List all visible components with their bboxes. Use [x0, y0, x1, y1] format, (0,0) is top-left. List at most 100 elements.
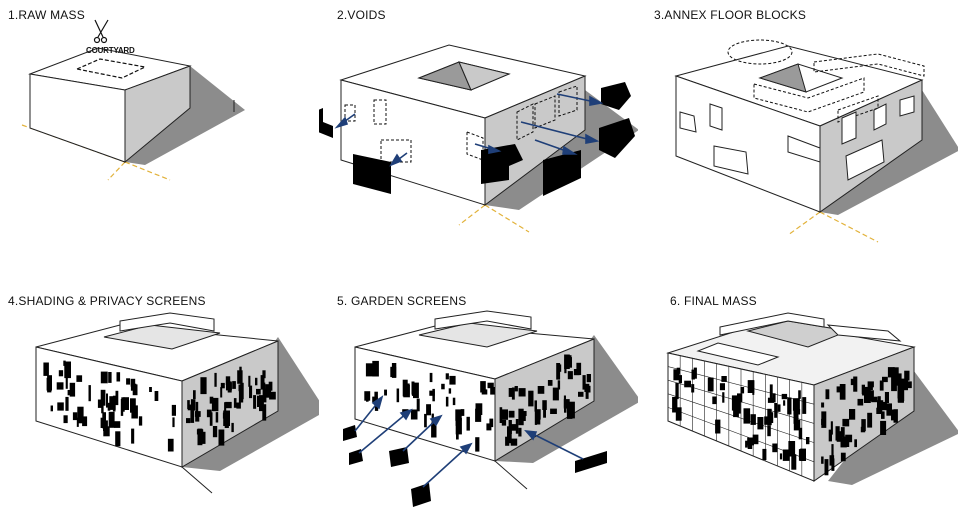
screen-panel: [449, 388, 451, 393]
screen-panel: [564, 404, 566, 413]
screen-panel: [261, 375, 265, 390]
screen-panel: [777, 404, 780, 411]
screen-panel: [896, 373, 902, 385]
screen-panel: [502, 420, 506, 426]
screen-panel: [522, 416, 525, 421]
screen-panel: [269, 392, 276, 400]
screen-panel: [130, 398, 136, 412]
screen-panel: [114, 421, 120, 428]
final-mass-diagram: [638, 261, 958, 522]
screen-panel: [692, 370, 695, 380]
panel-annex-floor-blocks: 3.ANNEX FLOOR BLOCKS: [638, 0, 957, 261]
screen-panel: [467, 417, 470, 431]
screen-panel: [256, 389, 261, 395]
screen-panel: [511, 439, 518, 446]
screen-panel: [106, 394, 108, 408]
screen-panel: [475, 437, 479, 451]
screen-panel: [196, 402, 199, 412]
screen-panel: [121, 399, 123, 416]
screen-panel: [115, 431, 120, 446]
garden-screens-diagram: [319, 261, 638, 522]
screen-panel: [868, 381, 874, 387]
screen-panel: [767, 425, 771, 436]
screen-panel: [65, 397, 68, 411]
screen-panel: [502, 409, 508, 419]
screen-panel: [101, 372, 108, 384]
screen-panel: [172, 405, 176, 416]
screen-panel: [836, 426, 840, 440]
screen-panel: [486, 423, 491, 430]
panel-raw-mass: 1.RAW MASS COURTYARD: [0, 0, 319, 261]
screen-panel: [519, 388, 526, 396]
screen-panel: [849, 409, 855, 420]
screen-panel: [518, 428, 521, 437]
screen-panel: [748, 380, 755, 393]
screen-panel: [762, 449, 766, 460]
screen-panel: [117, 372, 121, 381]
panel-final-mass: 6. FINAL MASS: [638, 261, 957, 522]
screen-panel: [424, 414, 427, 427]
screen-panel: [720, 383, 725, 390]
ground-line: [182, 467, 212, 493]
screen-panel: [515, 386, 518, 391]
screen-panel: [558, 380, 560, 389]
panel-voids: 2.VOIDS: [319, 0, 638, 261]
screen-panel: [155, 391, 159, 401]
screen-panel: [51, 406, 53, 412]
raw-mass-diagram: COURTYARD: [0, 0, 319, 261]
ground-line: [495, 461, 527, 489]
screen-panel: [794, 420, 801, 431]
screen-panel: [411, 410, 418, 420]
screen-panel: [449, 376, 455, 385]
screen-panel: [426, 404, 431, 415]
screen-panel: [384, 390, 387, 396]
screen-panel: [68, 390, 72, 395]
screen-panel: [239, 387, 243, 402]
screen-panel: [66, 377, 68, 389]
screen-panel: [853, 377, 857, 392]
annex-floor-blocks-diagram: [638, 0, 958, 261]
screen-panel: [509, 388, 514, 397]
screen-panel: [842, 419, 849, 427]
screen-panel: [841, 453, 846, 462]
screen-panel: [187, 400, 190, 409]
screen-panel: [821, 411, 826, 428]
screen-panel: [77, 418, 79, 427]
screen-panel: [528, 391, 533, 407]
screen-panel: [753, 435, 759, 445]
screen-panel: [771, 412, 773, 423]
screen-panel: [675, 383, 678, 399]
screen-panel: [101, 390, 106, 406]
screen-panel: [542, 400, 547, 410]
screen-panel: [76, 375, 82, 382]
screen-panel: [102, 412, 106, 428]
screen-panel: [712, 397, 716, 405]
screen-panel: [772, 444, 777, 453]
screen-panel: [783, 400, 785, 405]
screen-panel: [263, 389, 267, 403]
screen-panel: [788, 441, 795, 457]
screen-panel: [500, 407, 503, 423]
screen-panel: [798, 390, 801, 399]
screen-panel: [253, 395, 256, 409]
screen-panel: [843, 437, 850, 448]
screen-panel: [186, 418, 190, 423]
screen-panel: [131, 384, 136, 391]
screen-panel: [191, 399, 196, 410]
screen-panel: [586, 391, 589, 399]
screen-panel: [193, 390, 196, 399]
screen-panel: [236, 403, 241, 409]
screen-panel: [569, 402, 575, 419]
screen-panel: [509, 420, 512, 434]
screen-panel: [490, 387, 495, 395]
screen-panel: [43, 363, 49, 376]
screen-panel: [220, 387, 222, 397]
screen-panel: [195, 411, 201, 417]
screen-panel: [248, 376, 250, 387]
voids-diagram: [319, 0, 638, 261]
screen-panel: [406, 384, 410, 395]
screen-panel: [511, 424, 516, 431]
screen-panel: [791, 454, 796, 470]
screen-panel: [774, 403, 777, 418]
scissors-icon: [95, 20, 109, 43]
